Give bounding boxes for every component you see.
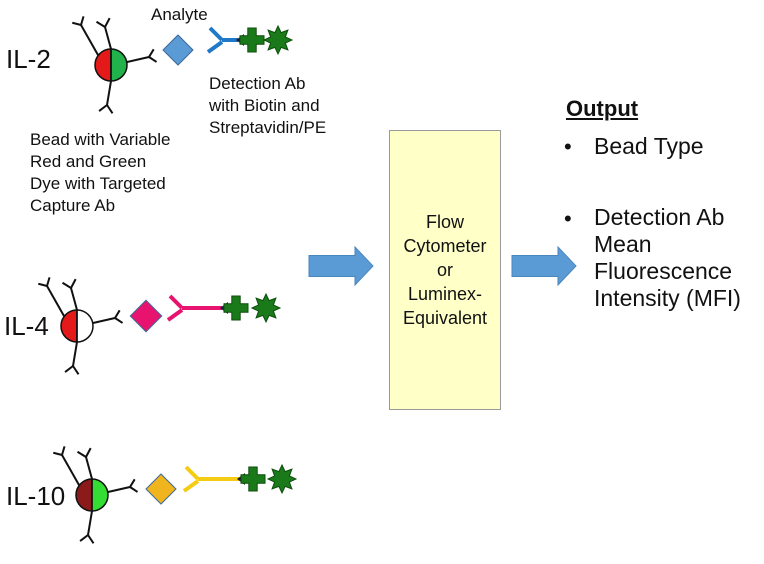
label-il-4: IL-4 [4, 311, 49, 341]
streptavidin-icon [239, 27, 265, 53]
pe-fluorophore-icon [250, 292, 282, 324]
output-arrow-icon [511, 245, 577, 287]
label-bead: Bead with Variable Red and Green Dye wit… [30, 130, 171, 215]
label-il-10: IL-10 [6, 481, 66, 511]
analyte-icon [145, 473, 177, 505]
output-bullet-1: • [564, 134, 572, 159]
output-item-mfi: Detection Ab Mean Fluorescence Intensity… [594, 204, 741, 311]
analyte-icon [129, 299, 163, 333]
bead-icon [75, 478, 109, 512]
assay-il-2 [72, 16, 294, 114]
pe-fluorophore-icon [262, 24, 294, 56]
capture-antibody-icon [72, 16, 158, 114]
assay-il-10 [53, 446, 298, 544]
pe-fluorophore-icon [266, 463, 298, 495]
input-arrow-icon [308, 245, 374, 287]
assay-il-4 [38, 277, 282, 375]
label-detection-ab: Detection Ab with Biotin and Streptavidi… [209, 74, 327, 137]
output-title: Output [566, 96, 639, 121]
capture-antibody-icon [38, 277, 124, 375]
analyte-icon [162, 34, 194, 66]
label-il-2: IL-2 [6, 44, 51, 74]
capture-antibody-icon [53, 446, 139, 544]
bead-icon [94, 48, 128, 82]
flow-cytometer-label: Flow Cytometer or Luminex- Equivalent [402, 212, 488, 328]
streptavidin-icon [240, 466, 266, 492]
detection-antibody-icon [166, 294, 222, 322]
flow-cytometer-box: Flow Cytometer or Luminex- Equivalent [389, 130, 501, 410]
detection-antibody-icon [206, 26, 238, 54]
output-item-bead-type: Bead Type [594, 133, 704, 159]
detection-antibody-icon [182, 465, 239, 493]
output-bullet-2: • [564, 206, 572, 231]
bead-icon [60, 309, 94, 343]
label-analyte: Analyte [151, 5, 208, 24]
streptavidin-icon [223, 295, 249, 321]
